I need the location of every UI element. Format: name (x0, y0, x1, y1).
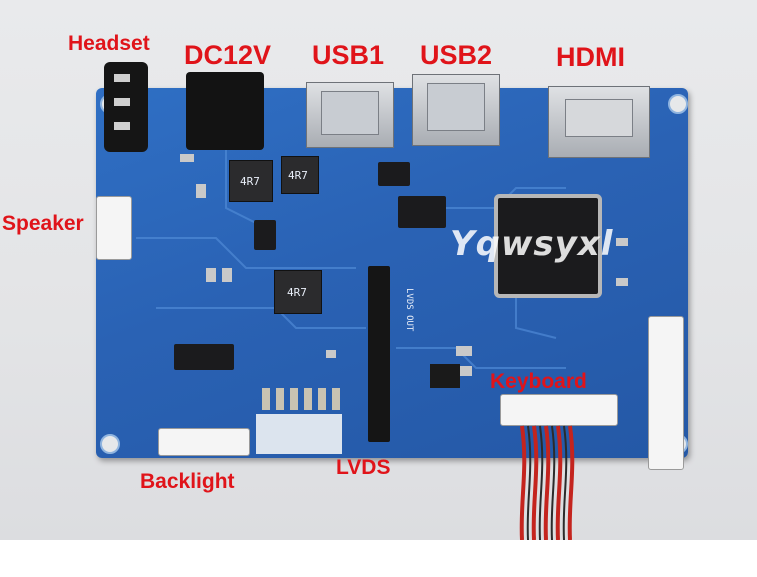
smd-part (206, 268, 216, 282)
inductor-label: 4R7 (240, 175, 260, 188)
dc12v-label: DC12V (184, 40, 272, 70)
inductor: 4R7 (281, 156, 319, 194)
keyboard-cable (519, 425, 575, 540)
smd-part (456, 346, 472, 356)
dc-jack (186, 72, 264, 150)
usb1-label: USB1 (312, 40, 385, 70)
hdmi-label: HDMI (556, 42, 625, 72)
keyboard-label: Keyboard (490, 370, 587, 393)
inductor: 4R7 (229, 160, 273, 202)
tape-label (256, 414, 342, 454)
smd-part (180, 154, 194, 162)
backlight-label: Backlight (140, 470, 235, 493)
inductor: 4R7 (274, 270, 322, 314)
mount-hole (100, 434, 120, 454)
lvds-label: LVDS (336, 456, 391, 479)
backlight-connector (158, 428, 250, 456)
inductor-label: 4R7 (287, 286, 307, 299)
smd-part (222, 268, 232, 282)
smd-part (326, 350, 336, 358)
smd-part (616, 238, 628, 246)
photo-background: 4R7 4R7 4R7 LVDS OUT (0, 0, 757, 540)
usb2-port (412, 74, 500, 146)
speaker-label: Speaker (2, 212, 84, 235)
side-connector (648, 316, 684, 470)
lvds-header (368, 266, 390, 442)
smd-part (456, 366, 472, 376)
keyboard-connector (500, 394, 618, 426)
headset-label: Headset (68, 32, 150, 55)
ic-chip (398, 196, 446, 228)
watermark: Yqwsyxl (450, 224, 614, 264)
smd-part (616, 278, 628, 286)
ic-chip (174, 344, 234, 370)
keyboard-header (430, 364, 460, 388)
hdmi-port (548, 86, 650, 158)
speaker-connector (96, 196, 132, 260)
ic-chip (254, 220, 276, 250)
main-chip (498, 198, 598, 294)
inductor-label: 4R7 (288, 169, 308, 182)
usb1-port (306, 82, 394, 148)
ic-chip (378, 162, 410, 186)
backlight-header (258, 388, 348, 418)
smd-part (196, 184, 206, 198)
mount-hole (668, 94, 688, 114)
usb2-label: USB2 (420, 40, 493, 70)
headset-jack (104, 62, 148, 152)
